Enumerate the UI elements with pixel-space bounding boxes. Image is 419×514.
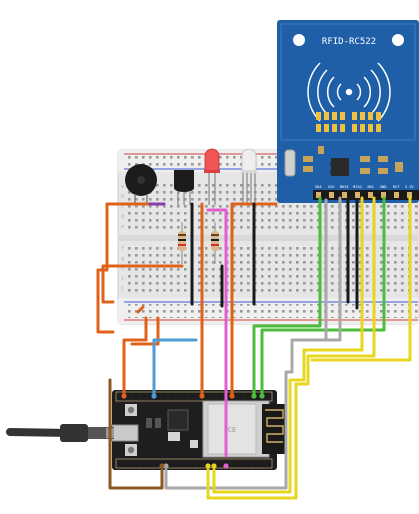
row-letter: d — [121, 214, 124, 220]
row-letter: c — [121, 204, 124, 210]
row-letter: e — [121, 224, 124, 230]
row-letter: j — [121, 286, 124, 292]
wire-yellow — [310, 196, 412, 362]
rfid-pin-header — [313, 190, 419, 200]
svg-text:CE: CE — [228, 426, 236, 434]
esp32-devkit: CE — [111, 390, 287, 470]
pin-label: IRQ — [367, 185, 374, 189]
wires — [96, 196, 412, 500]
resistor — [178, 222, 186, 264]
row-letter: h — [121, 266, 124, 272]
row-letter: a — [121, 184, 124, 190]
rgb-led — [241, 148, 257, 205]
mounting-hole — [293, 34, 305, 46]
wire-pink — [206, 208, 228, 458]
wire-orange — [101, 264, 184, 304]
resistor — [211, 222, 219, 264]
wire-orange — [136, 305, 145, 314]
pin-label: GND — [380, 185, 387, 189]
wire-orange — [122, 316, 148, 398]
wire-orange — [130, 316, 160, 346]
pin-label: MOSI — [340, 185, 349, 189]
rfid-label: RFID-RC522 — [322, 37, 376, 47]
breadboard-terminal-bottom — [128, 244, 418, 294]
mounting-hole — [392, 34, 404, 46]
esp32-pin-markers — [121, 393, 265, 469]
usb-cable — [6, 424, 114, 442]
wire-green — [252, 196, 322, 398]
pin-label: RST — [393, 185, 400, 189]
pin-label: SCK — [328, 185, 335, 189]
wire-yellow — [212, 196, 364, 494]
antenna-icon — [307, 62, 391, 122]
wire-yellow — [206, 196, 376, 500]
rfid-chip — [328, 158, 349, 176]
wire-gray — [164, 196, 342, 490]
usb-port — [111, 424, 139, 442]
temperature-sensor — [174, 170, 194, 205]
crystal — [284, 149, 296, 177]
pin-label: 3.3V — [405, 185, 414, 189]
breadboard-center-channel — [118, 235, 418, 241]
row-letter: i — [121, 276, 124, 282]
red-led — [204, 148, 220, 205]
usb-uart-chip — [167, 409, 189, 431]
buzzer — [125, 164, 157, 204]
rfid-module: RFID-RC522 — [277, 20, 419, 203]
row-letter: f — [121, 246, 124, 252]
wire-brown — [108, 378, 164, 490]
wire-blue — [152, 338, 198, 398]
pin-label: MISO — [353, 185, 362, 189]
row-letter: g — [121, 256, 124, 262]
wire-green — [260, 196, 386, 398]
row-letter: b — [121, 194, 124, 200]
pin-label: SDA — [315, 185, 322, 189]
antenna-pads — [316, 112, 381, 132]
